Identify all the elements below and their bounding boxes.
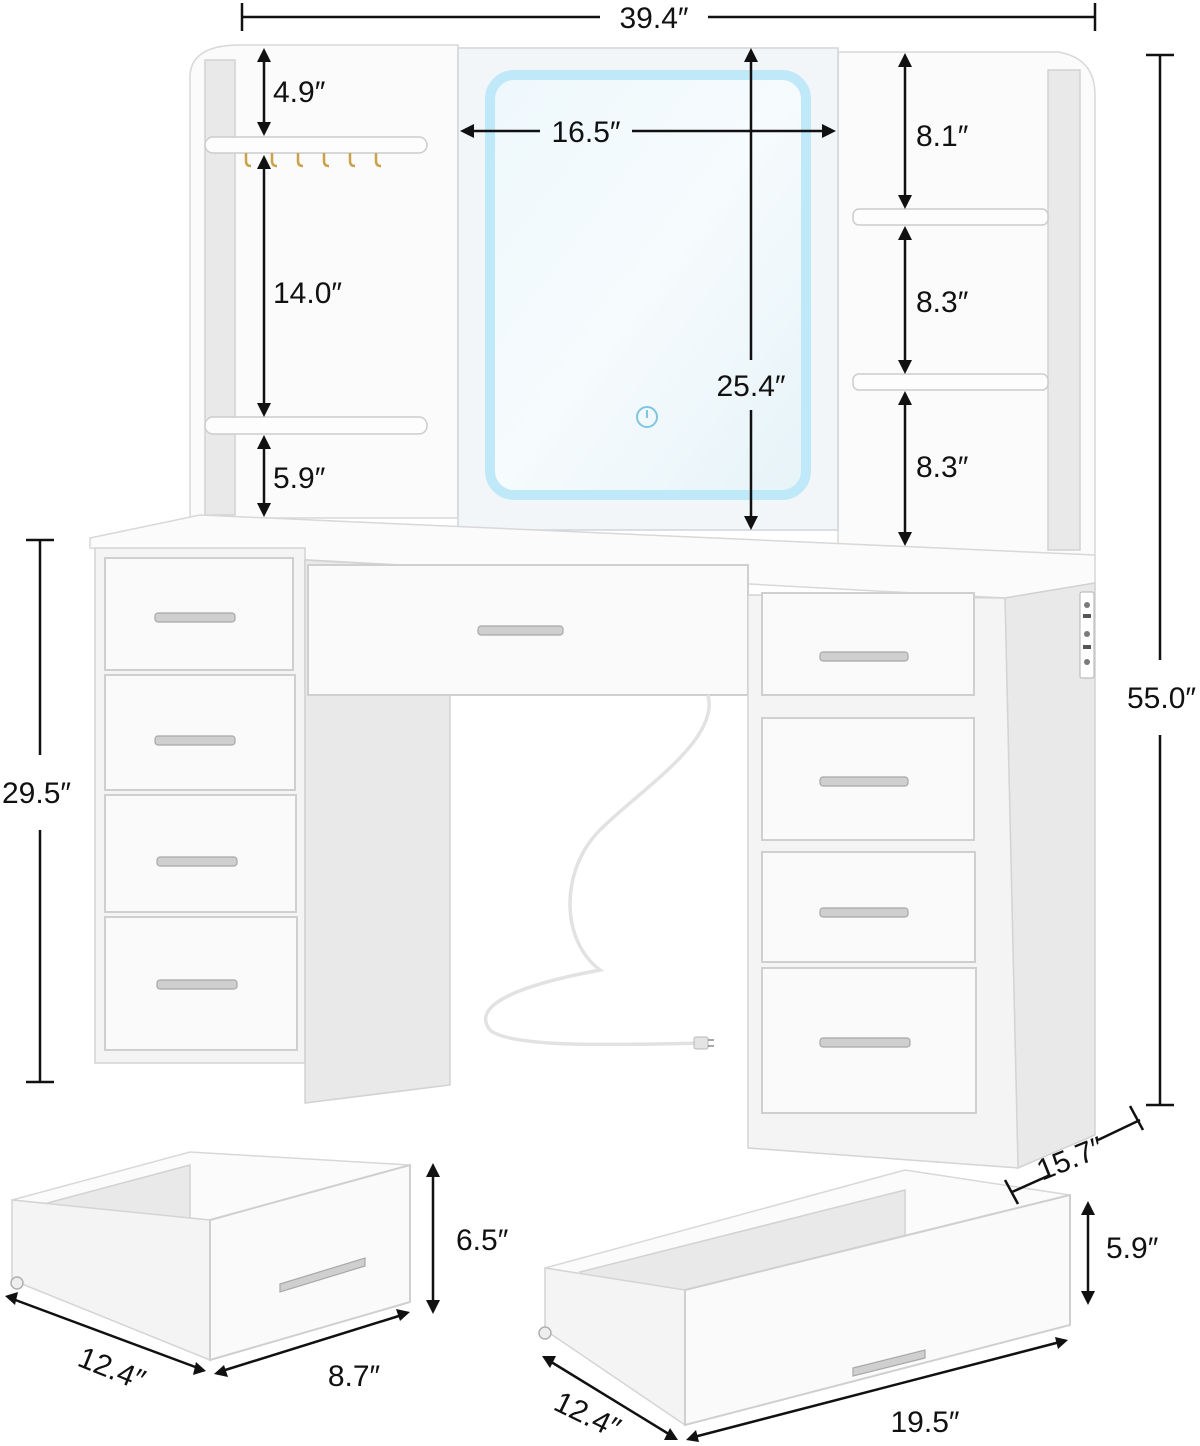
left-drawer-2-handle[interactable] bbox=[154, 735, 236, 746]
large-drawer-depth-label: 12.4″ bbox=[549, 1386, 626, 1446]
dimension-lines bbox=[5, 3, 1174, 1442]
small-drawer-detail bbox=[10, 1151, 411, 1362]
large-drawer-front[interactable] bbox=[684, 1193, 1071, 1427]
touch-power-icon[interactable] bbox=[636, 406, 658, 428]
overall-height-label: 55.0″ bbox=[1127, 682, 1196, 715]
desk-height-label: 29.5″ bbox=[2, 777, 71, 810]
right-drawer-2[interactable] bbox=[761, 717, 975, 841]
left-upper-shelf bbox=[204, 136, 428, 154]
right-mid-gap-label: 8.3″ bbox=[916, 286, 969, 319]
small-drawer-width-label: 8.7″ bbox=[328, 1360, 381, 1393]
right-bottom-gap-label: 8.3″ bbox=[916, 451, 969, 484]
large-drawer-handle[interactable] bbox=[852, 1349, 926, 1377]
small-drawer-height-label: 6.5″ bbox=[456, 1224, 509, 1257]
hutch bbox=[189, 44, 1096, 561]
left-drawer-3[interactable] bbox=[104, 794, 297, 913]
right-drawers bbox=[761, 592, 977, 1114]
small-drawer-handle[interactable] bbox=[279, 1257, 366, 1293]
left-drawer-4-handle[interactable] bbox=[156, 979, 238, 990]
right-drawer-1[interactable] bbox=[761, 592, 975, 696]
right-top-gap-label: 8.1″ bbox=[916, 120, 969, 153]
left-tower-side bbox=[204, 59, 236, 516]
large-drawer-width-label: 19.5″ bbox=[890, 1406, 959, 1439]
left-bottom-gap-label: 5.9″ bbox=[273, 462, 326, 495]
right-drawer-2-handle[interactable] bbox=[819, 776, 909, 787]
small-drawer-front[interactable] bbox=[209, 1163, 411, 1362]
power-cord bbox=[483, 694, 711, 1047]
overall-width-label: 39.4″ bbox=[619, 2, 688, 35]
usb-port-icon[interactable] bbox=[1083, 614, 1091, 649]
small-drawer-depth-label: 12.4″ bbox=[73, 1341, 150, 1398]
left-lower-shelf bbox=[204, 416, 428, 435]
right-drawer-3[interactable] bbox=[761, 851, 976, 963]
left-drawers bbox=[104, 557, 298, 1051]
large-drawer-detail bbox=[538, 1169, 1071, 1427]
right-lower-shelf bbox=[852, 373, 1049, 391]
left-drawer-1-handle[interactable] bbox=[154, 612, 236, 623]
left-drawer-2[interactable] bbox=[104, 674, 296, 791]
left-top-gap-label: 4.9″ bbox=[273, 76, 326, 109]
mirror-height-label: 25.4″ bbox=[716, 370, 785, 403]
right-tower-side bbox=[1047, 69, 1081, 551]
plug-icon bbox=[693, 1036, 714, 1050]
right-drawer-1-handle[interactable] bbox=[819, 651, 909, 662]
led-mirror bbox=[485, 70, 811, 500]
center-drawer-handle[interactable] bbox=[477, 625, 564, 636]
right-drawer-3-handle[interactable] bbox=[819, 907, 909, 918]
right-drawer-4-handle[interactable] bbox=[819, 1037, 911, 1048]
jewelry-hook-icon bbox=[244, 153, 382, 168]
large-drawer-height-label: 5.9″ bbox=[1106, 1232, 1159, 1265]
right-hutch-tower bbox=[837, 51, 1096, 561]
left-shelf-gap-label: 14.0″ bbox=[273, 277, 342, 310]
right-upper-shelf bbox=[852, 208, 1049, 226]
mirror-width-label: 16.5″ bbox=[551, 116, 620, 149]
desk bbox=[89, 514, 1096, 1170]
left-drawer-3-handle[interactable] bbox=[156, 856, 238, 867]
power-outlet-icon[interactable] bbox=[1079, 591, 1095, 679]
